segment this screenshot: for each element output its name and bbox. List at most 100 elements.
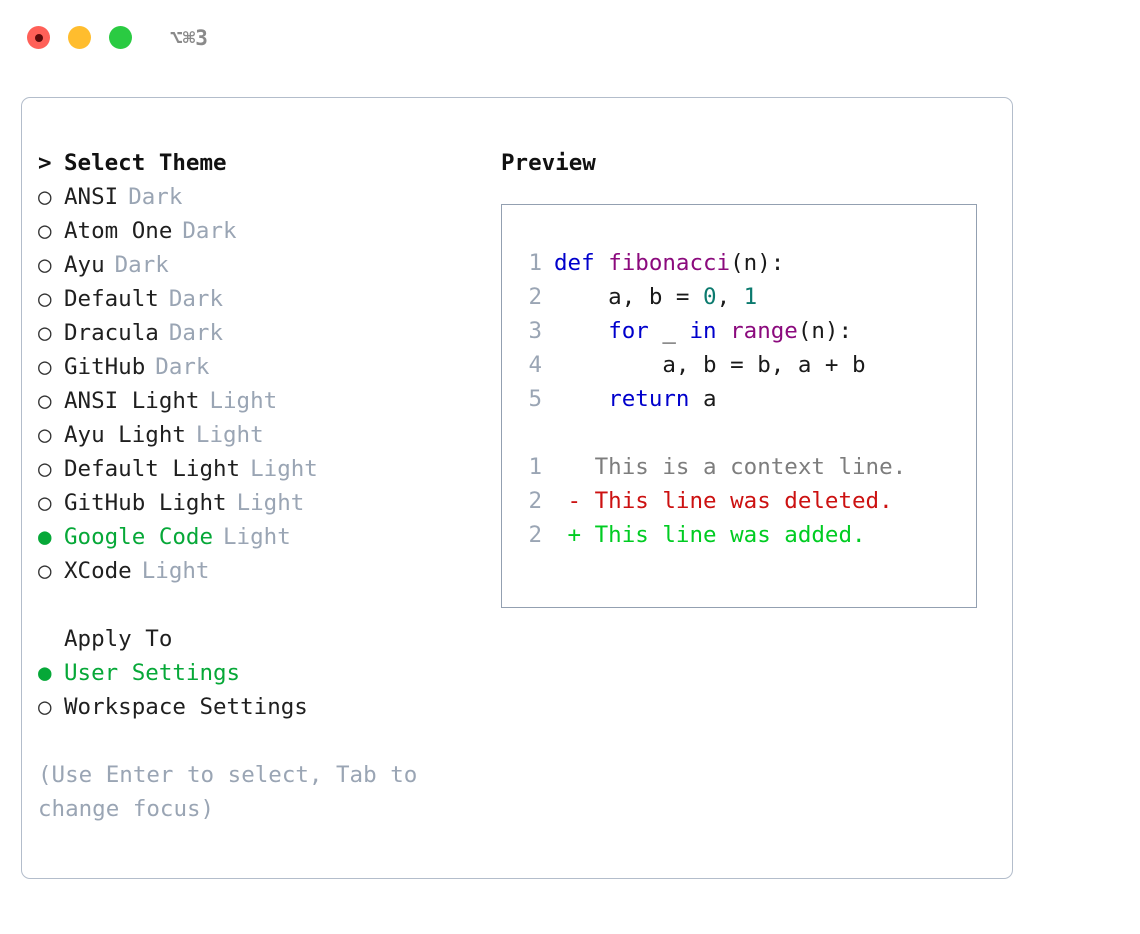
theme-name-label: GitHub [64, 354, 146, 380]
code-line-text: a, b = 0, 1 [554, 280, 757, 314]
theme-variant-badge: Dark [168, 320, 224, 346]
code-line: 5 return a [516, 382, 968, 416]
code-token-pl: (n): [730, 250, 785, 276]
close-button[interactable] [27, 26, 50, 49]
diff-line-text: + This line was added. [554, 522, 866, 548]
code-token-pl: (n): [797, 318, 853, 344]
code-line-text: def fibonacci(n): [554, 246, 784, 280]
code-token-pl: a, b = b, a + b [554, 352, 866, 378]
apply-to-label: User Settings [64, 660, 241, 686]
code-token-pl: , [716, 284, 744, 310]
theme-name-label: Default [64, 286, 159, 312]
apply-to-heading: Apply To [38, 622, 478, 656]
code-token-pl [554, 386, 608, 412]
theme-list-item[interactable]: ○ Dracula Dark [38, 316, 478, 350]
radio-unselected-icon[interactable]: ○ [38, 694, 52, 720]
hint-spacer [38, 724, 478, 758]
code-token-pl [554, 318, 608, 344]
theme-name-label: XCode [64, 558, 132, 584]
code-token-num: 1 [743, 284, 758, 310]
line-number: 3 [528, 318, 542, 344]
radio-selected-icon[interactable]: ● [38, 660, 52, 686]
code-line: 2 a, b = 0, 1 [516, 280, 968, 314]
apply-to-heading-label: Apply To [64, 626, 173, 652]
radio-unselected-icon[interactable]: ○ [38, 422, 52, 448]
theme-list-item[interactable]: ○ GitHub Light Light [38, 486, 478, 520]
code-token-fn: fibonacci [608, 250, 731, 276]
apply-to-item[interactable]: ○ Workspace Settings [38, 690, 478, 724]
theme-list-item[interactable]: ○ GitHub Dark [38, 350, 478, 384]
radio-unselected-icon[interactable]: ○ [38, 354, 52, 380]
code-token-kw: in [689, 318, 717, 344]
theme-name-label: GitHub Light [64, 490, 227, 516]
code-line: 3 for _ in range(n): [516, 314, 968, 348]
line-number: 2 [528, 284, 542, 310]
radio-unselected-icon[interactable]: ○ [38, 456, 52, 482]
theme-variant-badge: Dark [182, 218, 237, 244]
maximize-button[interactable] [109, 26, 132, 49]
code-token-pl: _ [648, 318, 690, 344]
theme-name-label: ANSI Light [64, 388, 200, 414]
theme-list-item[interactable]: ○ Atom One Dark [38, 214, 478, 248]
code-line-text: for _ in range(n): [554, 314, 852, 348]
select-theme-heading: > Select Theme [38, 146, 478, 180]
theme-name-label: Atom One [64, 218, 173, 244]
theme-name-label: Google Code [64, 524, 214, 550]
radio-unselected-icon[interactable]: ○ [38, 286, 52, 312]
theme-variant-badge: Light [236, 490, 305, 516]
code-token-pl: a, b = [554, 284, 704, 310]
keyboard-hint-text: (Use Enter to select, Tab to change focu… [38, 762, 431, 822]
radio-unselected-icon[interactable]: ○ [38, 320, 52, 346]
radio-selected-icon[interactable]: ● [38, 524, 52, 550]
diff-line: 2 + This line was added. [516, 518, 968, 552]
line-number: 4 [528, 352, 542, 378]
theme-variant-badge: Dark [155, 354, 210, 380]
diff-line: 2 - This line was deleted. [516, 484, 968, 518]
theme-variant-badge: Light [141, 558, 210, 584]
theme-list-item[interactable]: ○ XCode Light [38, 554, 478, 588]
theme-name-label: Dracula [64, 320, 159, 346]
radio-unselected-icon[interactable]: ○ [38, 218, 52, 244]
apply-to-label: Workspace Settings [64, 694, 308, 720]
radio-unselected-icon[interactable]: ○ [38, 388, 52, 414]
code-token-kw: def [554, 250, 609, 276]
theme-name-label: ANSI [64, 184, 119, 210]
line-number: 1 [528, 250, 542, 276]
code-line-text: a, b = b, a + b [554, 348, 866, 382]
select-theme-heading-label: Select Theme [64, 150, 227, 176]
line-number: 2 [528, 522, 542, 548]
prompt-arrow-icon: > [38, 150, 52, 176]
apply-to-list: ● User Settings ○ Workspace Settings [38, 656, 478, 724]
apply-to-item[interactable]: ● User Settings [38, 656, 478, 690]
preview-title: Preview [501, 150, 596, 176]
keyboard-shortcut-label: ⌥⌘3 [170, 26, 208, 50]
theme-name-label: Ayu [64, 252, 105, 278]
line-number: 2 [528, 488, 542, 514]
code-token-kw: return [608, 386, 690, 412]
code-token-num: 0 [703, 284, 717, 310]
code-token-pl: a [689, 386, 717, 412]
window-controls [27, 26, 132, 49]
line-number: 1 [528, 454, 542, 480]
code-token-kw: for [608, 318, 649, 344]
radio-unselected-icon[interactable]: ○ [38, 184, 52, 210]
radio-unselected-icon[interactable]: ○ [38, 490, 52, 516]
code-diff-spacer [516, 416, 968, 450]
radio-unselected-icon[interactable]: ○ [38, 558, 52, 584]
radio-unselected-icon[interactable]: ○ [38, 252, 52, 278]
minimize-button[interactable] [68, 26, 91, 49]
